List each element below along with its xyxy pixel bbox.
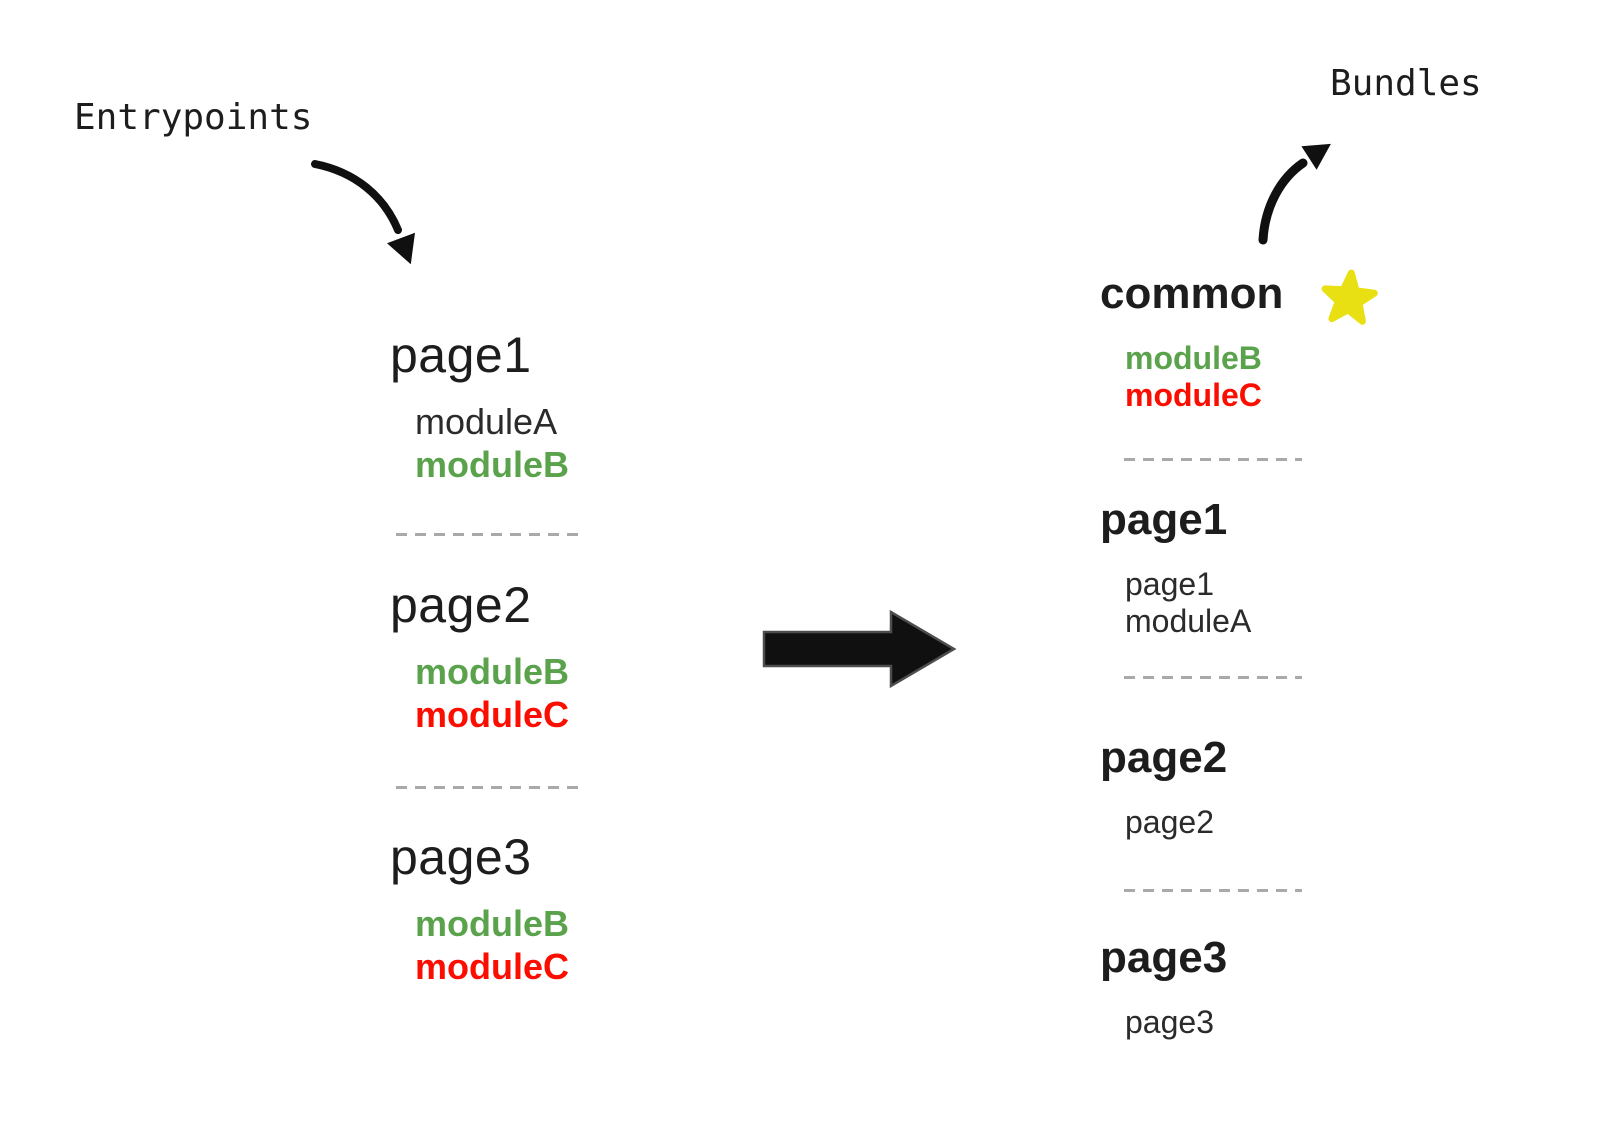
section-title: page1 xyxy=(390,327,532,383)
module-list: page1 moduleA xyxy=(1125,566,1251,640)
module-list: page3 xyxy=(1125,1004,1227,1041)
module-item: moduleC xyxy=(415,694,570,736)
section-title: common xyxy=(1100,269,1284,318)
module-item: moduleA xyxy=(1125,603,1252,640)
section-title: page2 xyxy=(390,577,532,633)
section-title: page1 xyxy=(1100,495,1228,544)
divider xyxy=(1124,889,1302,892)
module-item: moduleB xyxy=(415,651,570,692)
transform-arrow-icon xyxy=(762,609,957,689)
bundle-section-common: common moduleB moduleC xyxy=(1100,272,1283,414)
module-list: moduleA moduleB xyxy=(415,400,569,486)
module-item: page2 xyxy=(1125,804,1214,840)
module-item: moduleB xyxy=(1125,340,1262,376)
bundles-label: Bundles xyxy=(1330,63,1482,104)
module-item: moduleC xyxy=(1125,377,1262,414)
divider xyxy=(1124,458,1302,461)
entry-section-page2: page2 moduleB moduleC xyxy=(390,580,569,736)
entry-section-page3: page3 moduleB moduleC xyxy=(390,832,569,988)
section-title: page3 xyxy=(390,829,532,885)
module-item: moduleB xyxy=(415,903,570,944)
divider xyxy=(1124,676,1302,679)
entrypoints-arrow-icon xyxy=(311,160,415,265)
module-item: page3 xyxy=(1125,1004,1214,1040)
module-list: moduleB moduleC xyxy=(415,650,569,736)
divider xyxy=(396,533,578,536)
module-item: moduleA xyxy=(415,401,558,442)
module-list: moduleB moduleC xyxy=(1125,340,1283,414)
module-list: moduleB moduleC xyxy=(415,902,569,988)
module-item: moduleB xyxy=(415,444,570,486)
module-item: moduleC xyxy=(415,946,570,988)
bundle-section-page2: page2 page2 xyxy=(1100,736,1227,841)
divider xyxy=(396,786,578,789)
module-list: page2 xyxy=(1125,804,1227,841)
star-icon xyxy=(1321,269,1378,325)
bundle-section-page3: page3 page3 xyxy=(1100,936,1227,1041)
entry-section-page1: page1 moduleA moduleB xyxy=(390,330,569,486)
entrypoints-label: Entrypoints xyxy=(74,97,313,138)
bundles-arrow-icon xyxy=(1258,143,1331,245)
bundle-section-page1: page1 page1 moduleA xyxy=(1100,498,1251,640)
section-title: page3 xyxy=(1100,933,1228,982)
section-title: page2 xyxy=(1100,733,1228,782)
module-item: page1 xyxy=(1125,566,1214,602)
